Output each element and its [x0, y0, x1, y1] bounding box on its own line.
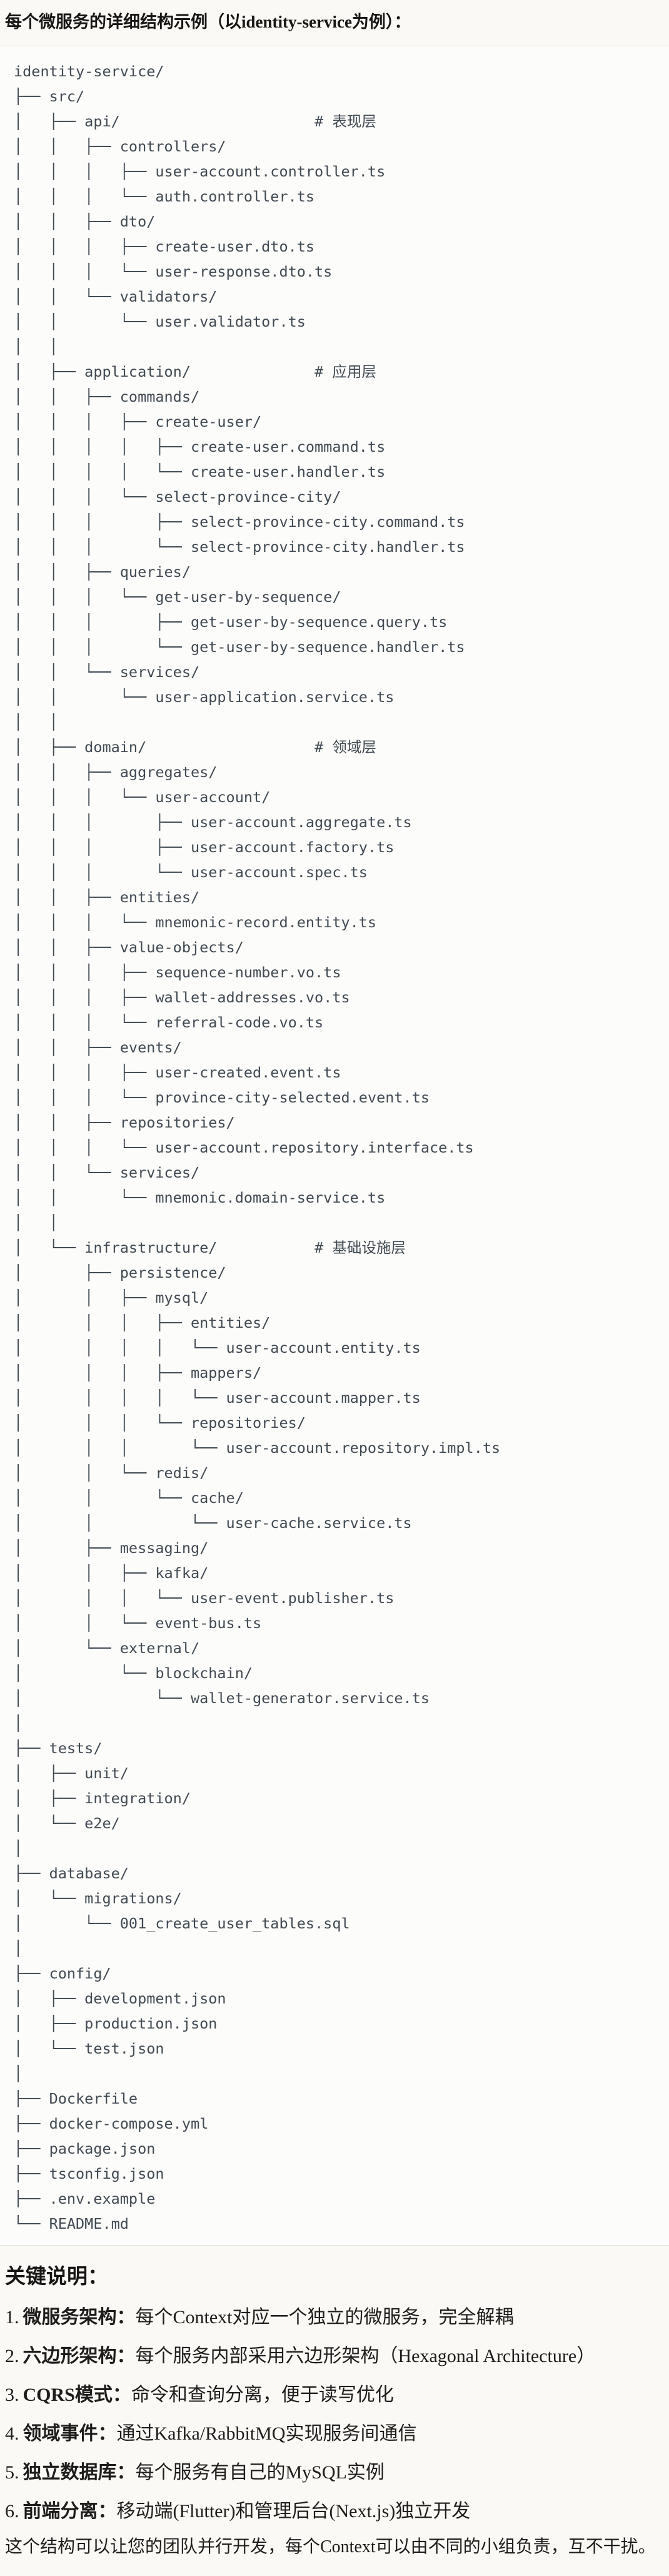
note-description: 每个Context对应一个独立的微服务，完全解耦 — [135, 2307, 514, 2328]
directory-tree: identity-service/ ├── src/ │ ├── api/ # … — [14, 63, 501, 2233]
note-description: 命令和查询分离，便于读写优化 — [131, 2385, 394, 2406]
note-number: 1. — [5, 2307, 19, 2328]
notes-heading: 关键说明： — [5, 2266, 108, 2289]
note-number: 6. — [5, 2501, 19, 2522]
notes-footer-paragraph: 这个结构可以让您的团队并行开发，每个Context可以由不同的小组负责，互不干扰… — [5, 2537, 656, 2557]
note-description: 每个服务内部采用六边形架构（Hexagonal Architecture） — [135, 2346, 596, 2367]
doc-header: 每个微服务的详细结构示例（以identity-service为例）： — [0, 0, 669, 46]
note-number: 3. — [5, 2385, 19, 2406]
note-term: 独立数据库： — [23, 2462, 136, 2483]
note-description: 通过Kafka/RabbitMQ实现服务间通信 — [116, 2423, 417, 2445]
notes-section: 关键说明： 1.微服务架构：每个Context对应一个独立的微服务，完全解耦 2.… — [0, 2264, 669, 2558]
note-number: 2. — [5, 2346, 19, 2367]
note-item-1: 1.微服务架构：每个Context对应一个独立的微服务，完全解耦 — [5, 2306, 664, 2329]
note-item-6: 6.前端分离：移动端(Flutter)和管理后台(Next.js)独立开发 — [5, 2500, 664, 2523]
notes-list: 1.微服务架构：每个Context对应一个独立的微服务，完全解耦 2.六边形架构：… — [5, 2306, 664, 2523]
note-term: 领域事件： — [23, 2423, 117, 2445]
note-description: 每个服务有自己的MySQL实例 — [135, 2462, 385, 2483]
page-title: 每个微服务的详细结构示例（以identity-service为例）： — [5, 13, 411, 31]
note-item-4: 4.领域事件：通过Kafka/RabbitMQ实现服务间通信 — [5, 2423, 664, 2445]
code-block: identity-service/ ├── src/ │ ├── api/ # … — [0, 46, 669, 2246]
note-item-2: 2.六边形架构：每个服务内部采用六边形架构（Hexagonal Architec… — [5, 2345, 664, 2368]
note-item-5: 5.独立数据库：每个服务有自己的MySQL实例 — [5, 2461, 664, 2484]
note-term: 前端分离： — [23, 2501, 117, 2522]
note-number: 5. — [5, 2462, 19, 2483]
note-description: 移动端(Flutter)和管理后台(Next.js)独立开发 — [116, 2501, 471, 2522]
note-term: CQRS模式： — [23, 2385, 131, 2406]
note-term: 六边形架构： — [23, 2346, 136, 2367]
note-term: 微服务架构： — [23, 2307, 136, 2328]
note-item-3: 3.CQRS模式：命令和查询分离，便于读写优化 — [5, 2384, 664, 2406]
note-number: 4. — [5, 2423, 19, 2445]
